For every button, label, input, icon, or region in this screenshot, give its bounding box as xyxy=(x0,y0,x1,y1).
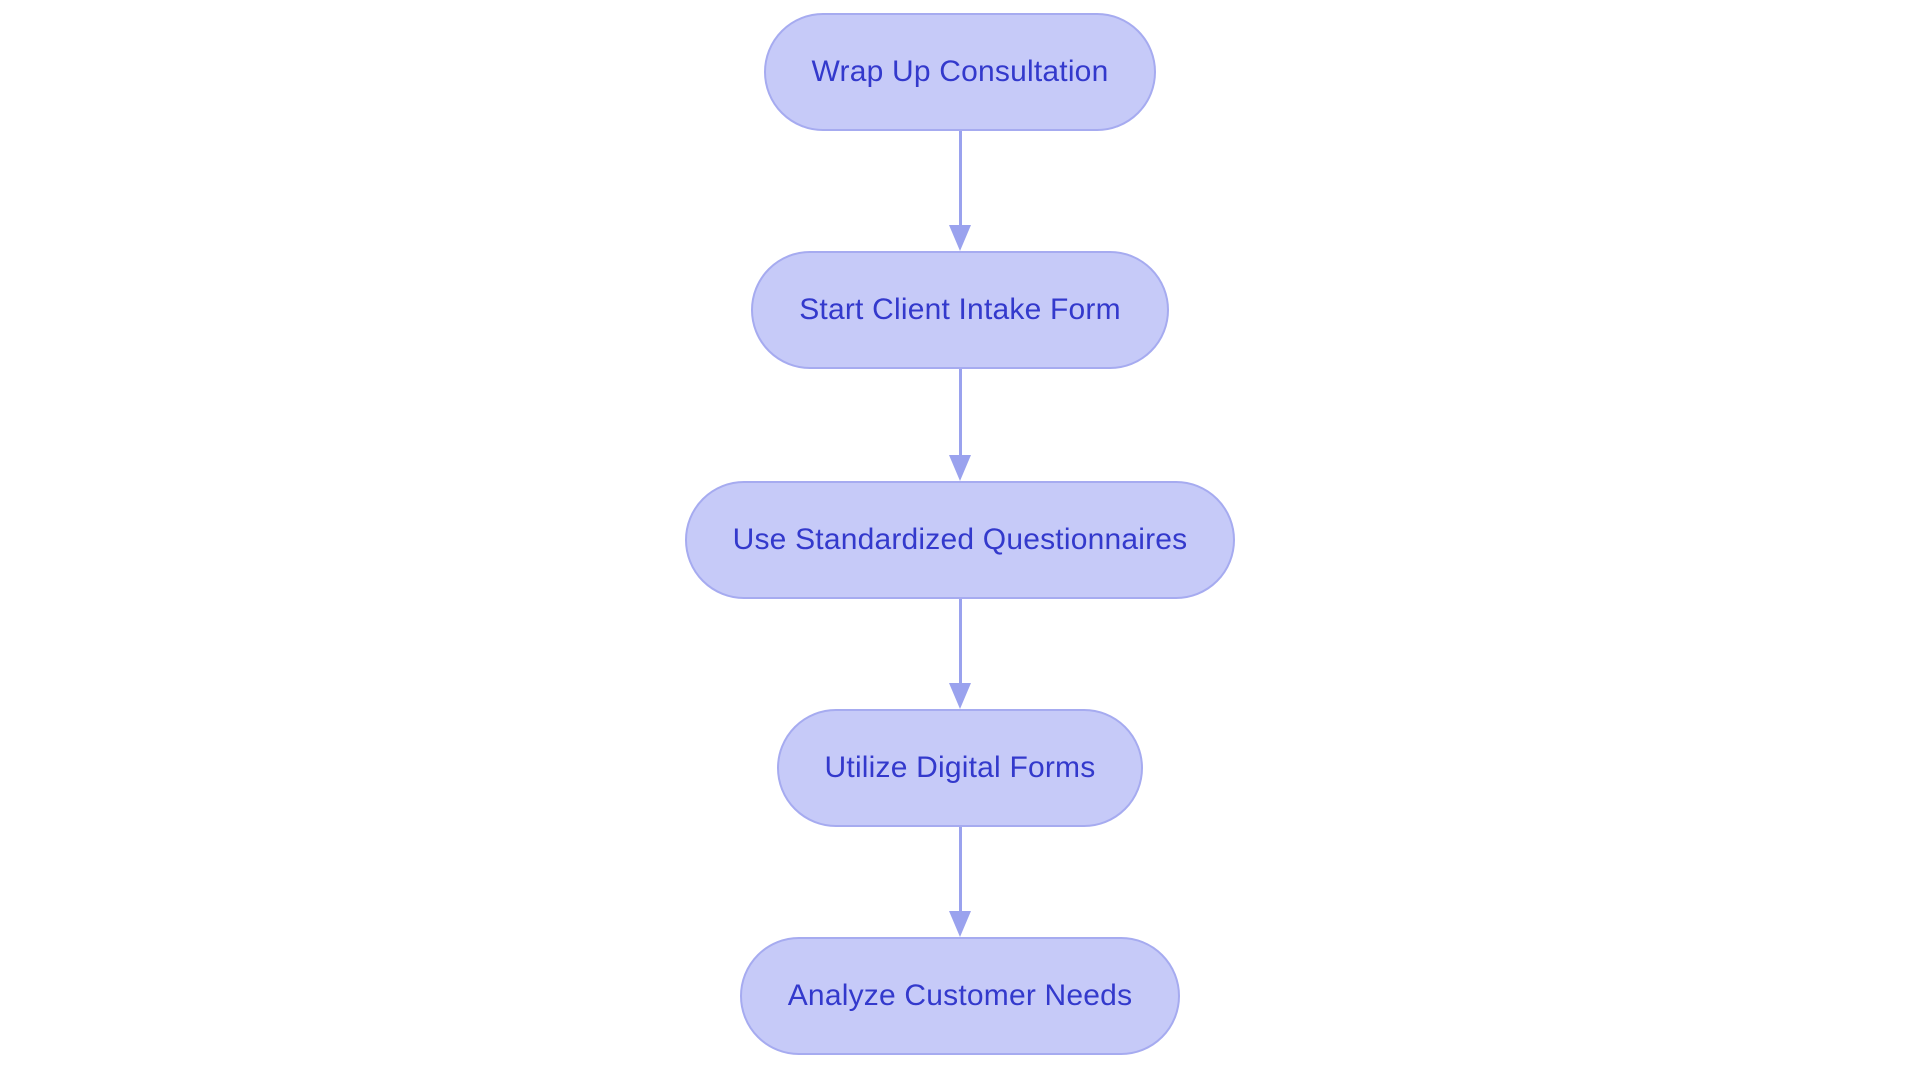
flow-node-label: Wrap Up Consultation xyxy=(811,55,1109,88)
down-arrow-icon xyxy=(949,455,971,481)
flow-node-label: Analyze Customer Needs xyxy=(787,979,1133,1012)
flow-node-utilize-digital-forms[interactable]: Utilize Digital Forms xyxy=(776,709,1144,827)
flow-edge-n3-n4 xyxy=(947,599,973,709)
edge-line xyxy=(958,131,962,226)
edge-line xyxy=(958,599,962,684)
down-arrow-icon xyxy=(949,911,971,937)
flow-node-label: Utilize Digital Forms xyxy=(824,751,1096,784)
edge-line xyxy=(958,827,962,912)
down-arrow-icon xyxy=(949,225,971,251)
flow-node-use-standardized-questionnaires[interactable]: Use Standardized Questionnaires xyxy=(684,481,1236,599)
flow-node-wrap-up-consultation[interactable]: Wrap Up Consultation xyxy=(763,13,1157,131)
down-arrow-icon xyxy=(949,683,971,709)
flow-node-analyze-customer-needs[interactable]: Analyze Customer Needs xyxy=(739,937,1181,1055)
flow-node-label: Start Client Intake Form xyxy=(799,293,1121,326)
flow-edge-n2-n3 xyxy=(947,369,973,481)
flow-edge-n1-n2 xyxy=(947,131,973,251)
flow-node-label: Use Standardized Questionnaires xyxy=(732,523,1188,556)
flow-node-start-client-intake-form[interactable]: Start Client Intake Form xyxy=(751,251,1169,369)
edge-line xyxy=(958,369,962,456)
flow-edge-n4-n5 xyxy=(947,827,973,937)
